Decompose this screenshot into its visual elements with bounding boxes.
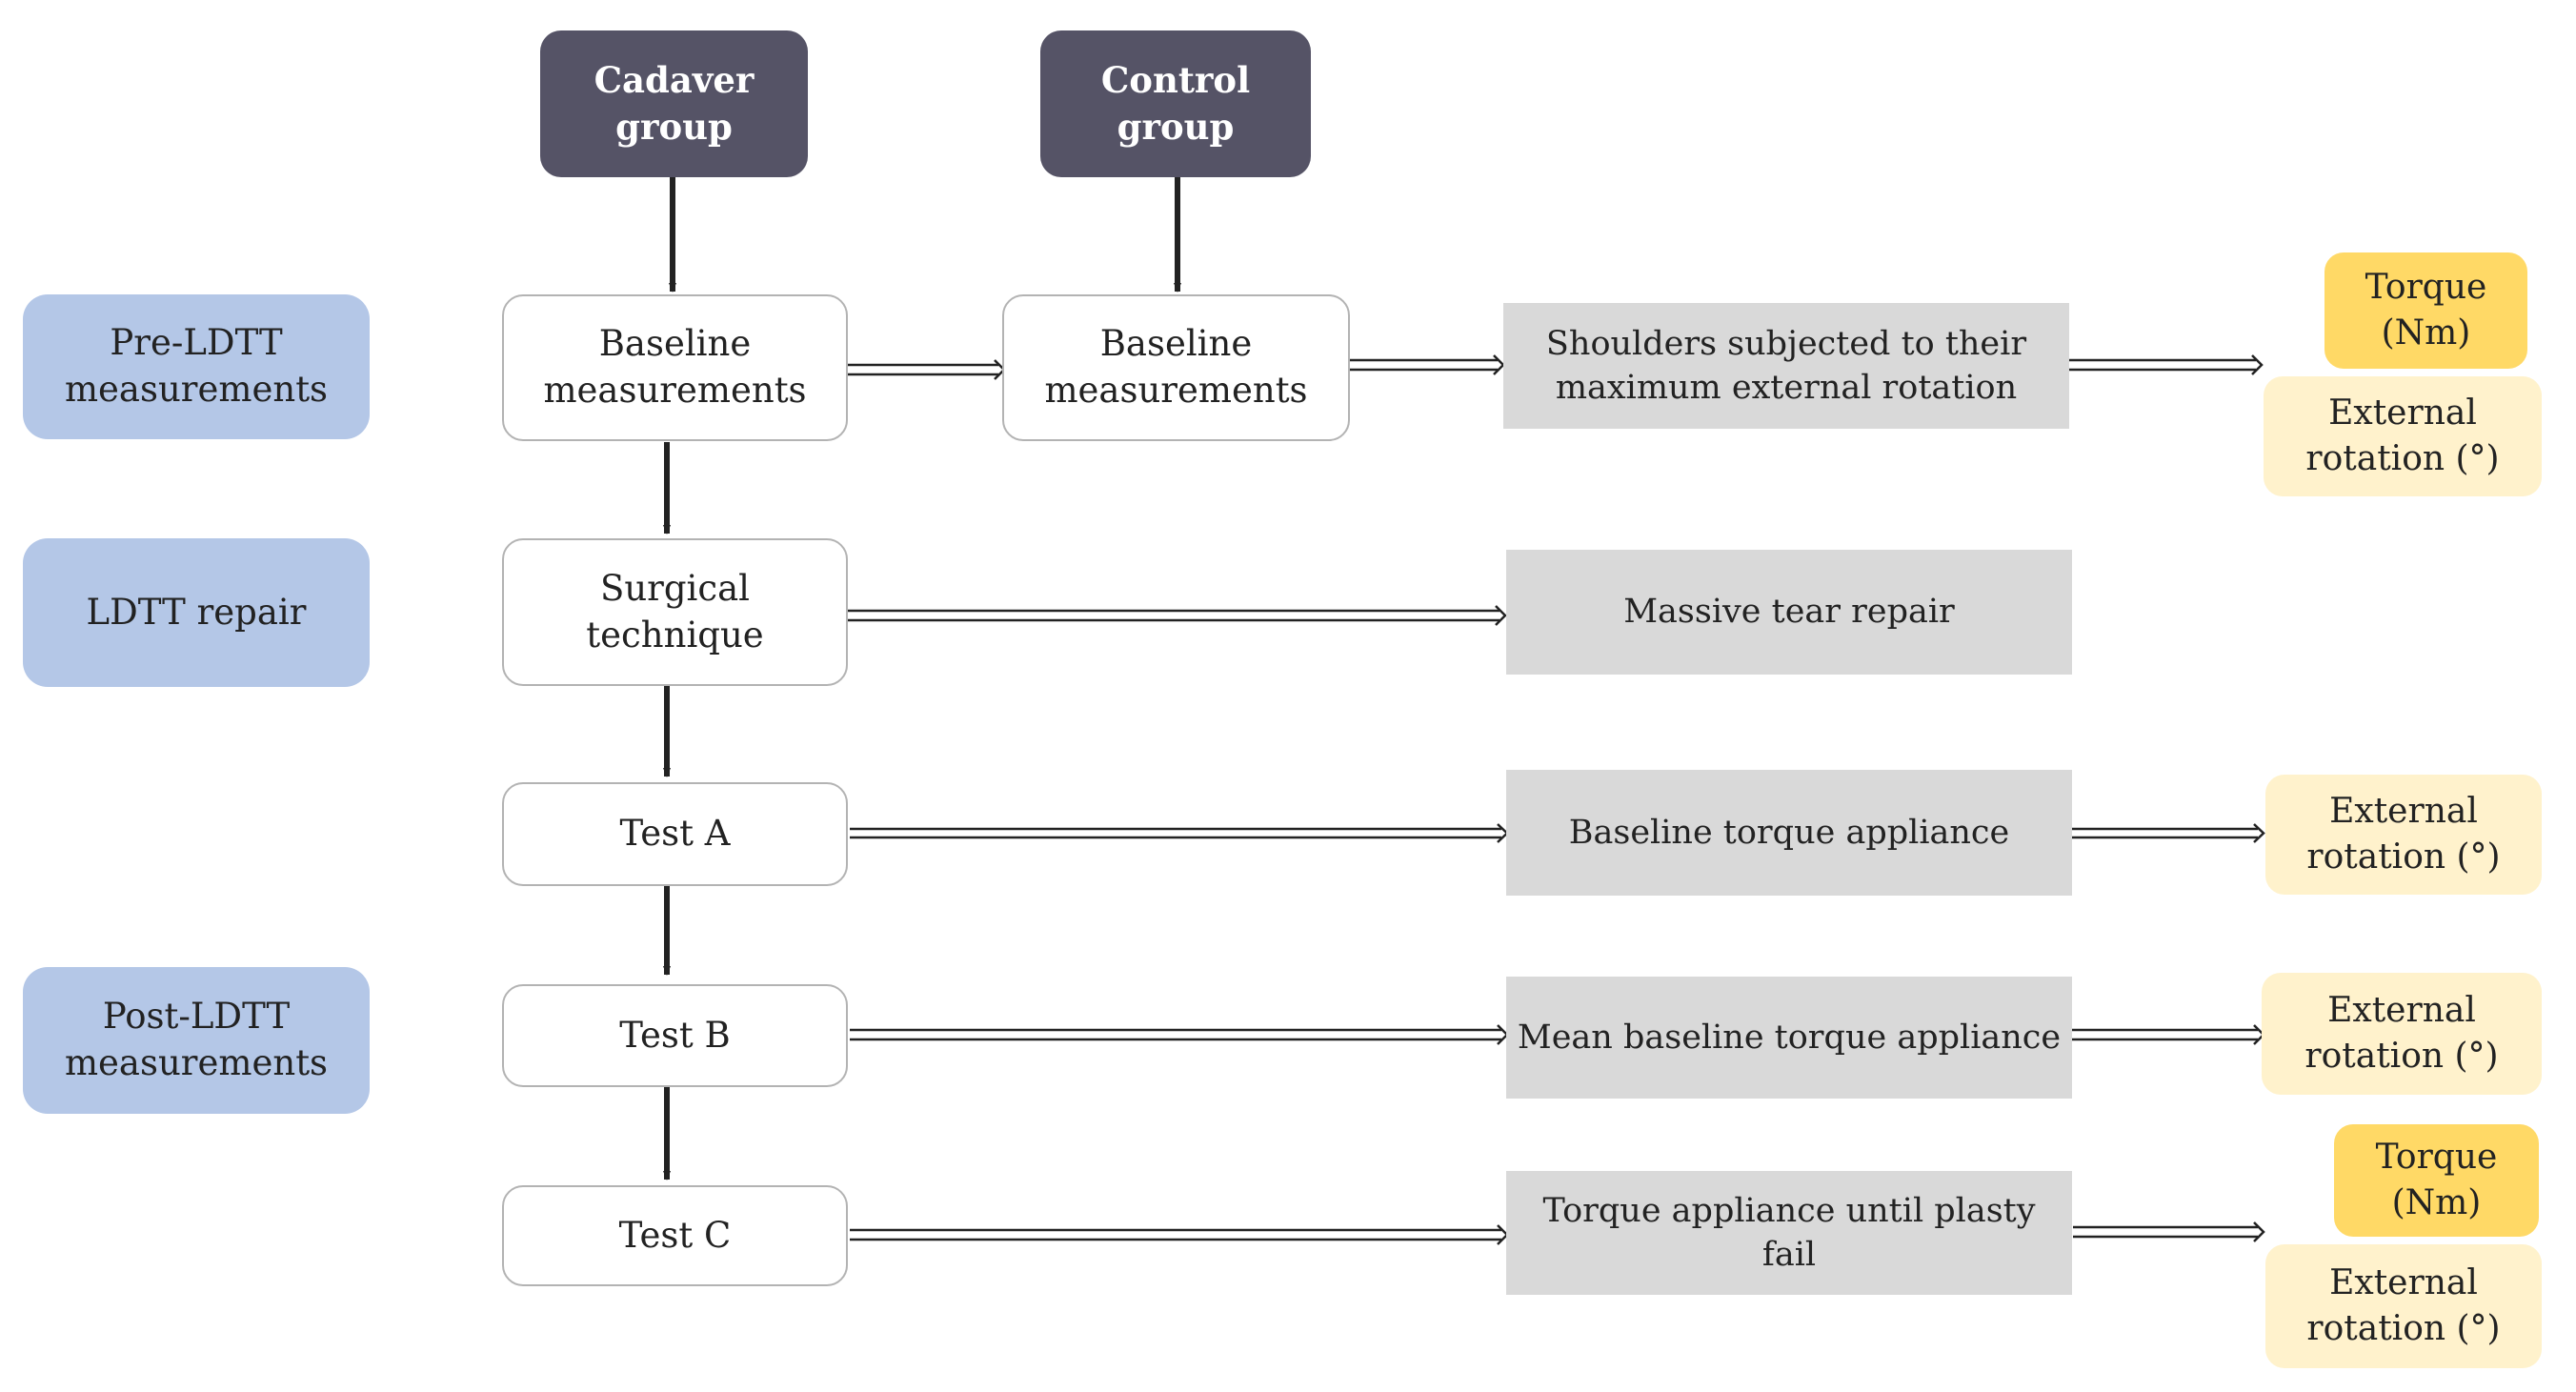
outcome-external-rotation-1: External rotation (°)	[2264, 376, 2542, 496]
arrow-shoulders-to-outcomes	[2069, 354, 2264, 375]
test-b-step: Test B	[502, 984, 848, 1087]
arrow-control-baseline-to-shoulders	[1349, 354, 1505, 375]
baseline-measurements-cadaver: Baseline measurements	[502, 294, 848, 441]
arrow-cadaver-baseline-to-control-baseline	[846, 359, 1006, 380]
outcome-torque-1: Torque (Nm)	[2324, 252, 2527, 369]
surgical-technique-step: Surgical technique	[502, 538, 848, 686]
test-c-step: Test C	[502, 1185, 848, 1286]
baseline-measurements-control: Baseline measurements	[1002, 294, 1350, 441]
outcome-external-rotation-4: External rotation (°)	[2265, 1244, 2542, 1368]
action-torque-until-fail: Torque appliance until plasty fail	[1506, 1171, 2072, 1295]
phase-ldtt-repair: LDTT repair	[23, 538, 370, 687]
arrow-test-b-to-mean-torque	[850, 1024, 1509, 1045]
test-a-step: Test A	[502, 782, 848, 886]
arrow-mean-torque-to-outcome	[2069, 1024, 2265, 1045]
arrow-until-fail-to-outcomes	[2073, 1221, 2265, 1242]
outcome-torque-2: Torque (Nm)	[2334, 1124, 2539, 1237]
arrow-test-a-to-baseline-torque	[850, 823, 1509, 843]
action-shoulders-max-rotation: Shoulders subjected to their maximum ext…	[1503, 303, 2069, 429]
action-baseline-torque: Baseline torque appliance	[1506, 770, 2072, 896]
phase-post-ldtt: Post-LDTT measurements	[23, 967, 370, 1114]
action-massive-tear-repair: Massive tear repair	[1506, 550, 2072, 675]
arrow-baseline-torque-to-outcome	[2069, 823, 2265, 843]
outcome-external-rotation-2: External rotation (°)	[2265, 775, 2542, 895]
control-group-box: Control group	[1040, 30, 1311, 177]
arrow-test-c-to-until-fail	[850, 1224, 1509, 1245]
arrow-surgical-to-massive-repair	[846, 605, 1507, 626]
phase-pre-ldtt: Pre-LDTT measurements	[23, 294, 370, 439]
outcome-external-rotation-3: External rotation (°)	[2262, 973, 2542, 1095]
cadaver-group-box: Cadaver group	[540, 30, 808, 177]
action-mean-baseline-torque: Mean baseline torque appliance	[1506, 977, 2072, 1099]
